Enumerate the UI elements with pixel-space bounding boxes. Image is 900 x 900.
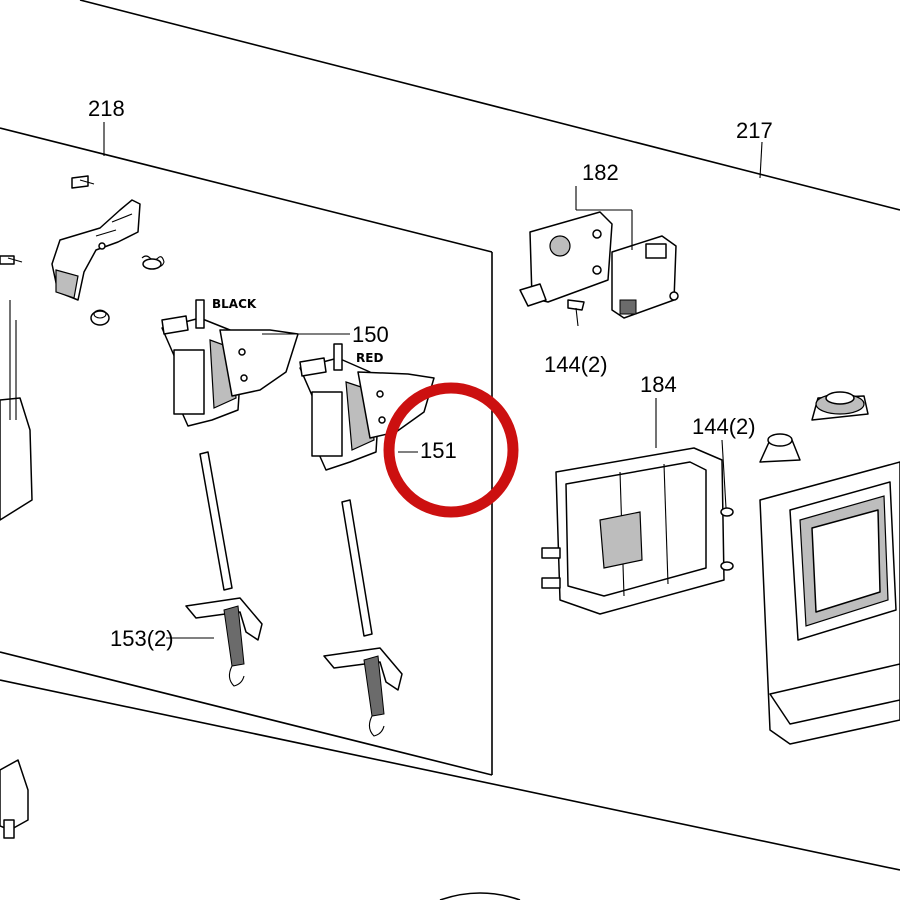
brush-spring-parts xyxy=(185,597,403,737)
label-151: 151 xyxy=(420,438,457,463)
label-black: BLACK xyxy=(212,297,257,311)
label-144-lower: 144(2) xyxy=(692,414,756,439)
pcb-housing-part xyxy=(519,211,613,327)
brush-holder-red xyxy=(299,343,435,471)
label-218: 218 xyxy=(88,96,125,121)
assembly-frame-217 xyxy=(0,0,900,871)
label-217: 217 xyxy=(736,118,773,143)
label-153: 153(2) xyxy=(110,626,174,651)
switch-lever-part xyxy=(51,199,141,301)
pcb-board-part xyxy=(611,235,679,319)
bottom-cutoff-part xyxy=(439,892,521,900)
housing-screws-part xyxy=(720,439,734,571)
switch-housing-part xyxy=(541,447,725,615)
front-frame-part xyxy=(759,461,900,745)
highlight-circle xyxy=(383,382,519,518)
left-cutoff-part xyxy=(0,300,33,839)
label-144-upper: 144(2) xyxy=(544,352,608,377)
part-labels: 218 217 182 150 151 184 153(2) 144(2) 14… xyxy=(88,96,773,651)
small-screw-part xyxy=(0,175,95,265)
label-184: 184 xyxy=(640,372,677,397)
small-spring-part xyxy=(141,255,165,270)
label-red: RED xyxy=(356,351,383,365)
brush-holder-black xyxy=(161,299,299,427)
subassembly-frame-218 xyxy=(0,127,493,776)
washer-part xyxy=(90,309,110,326)
label-182: 182 xyxy=(582,160,619,185)
leader-lines xyxy=(103,122,763,639)
knob-parts xyxy=(759,391,869,463)
label-150: 150 xyxy=(352,322,389,347)
brush-rod-parts xyxy=(199,451,373,637)
